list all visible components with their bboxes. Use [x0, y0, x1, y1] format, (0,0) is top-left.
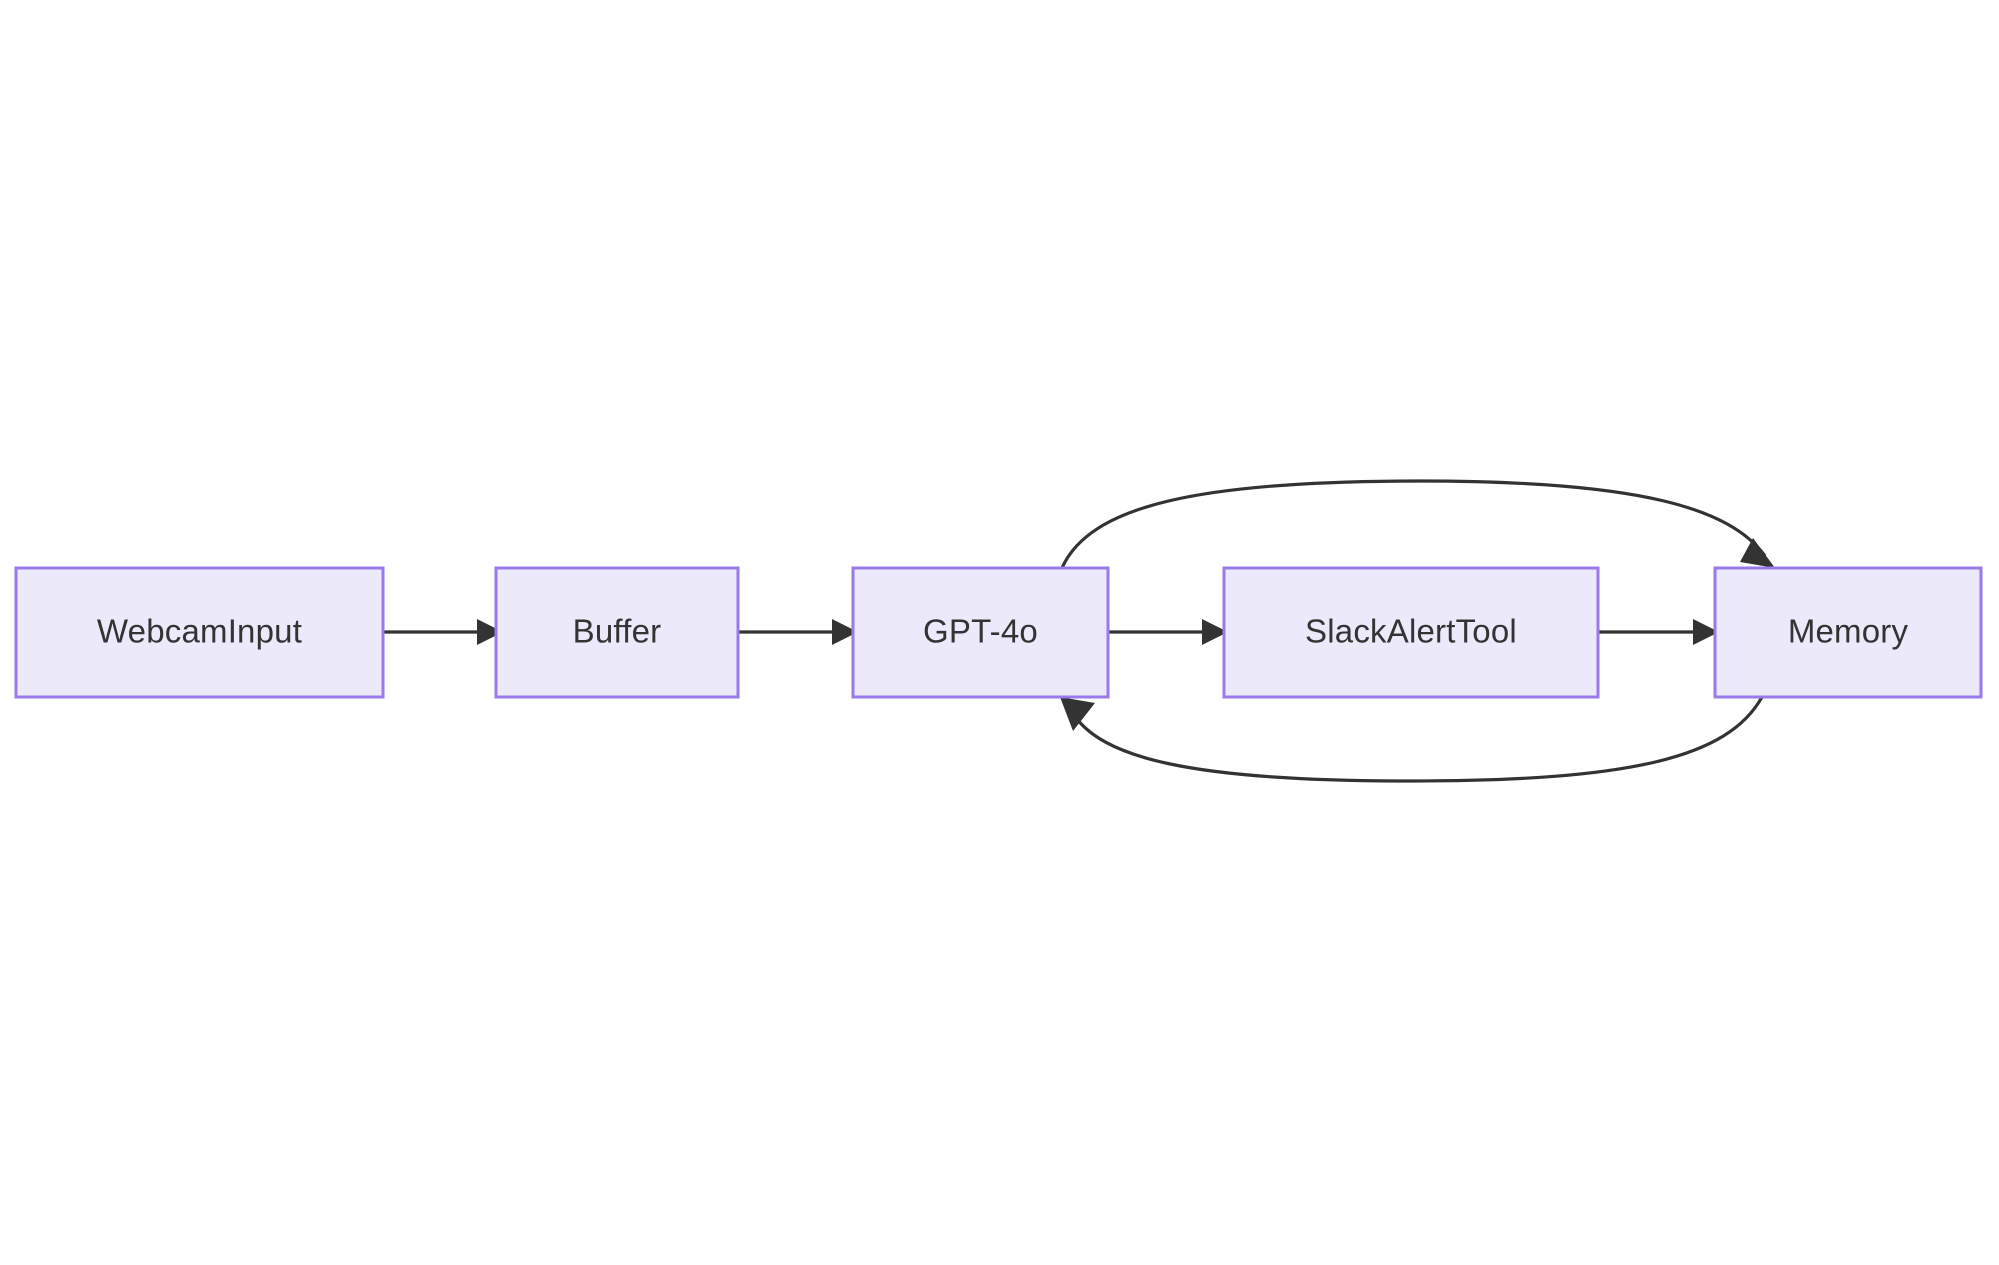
- arrow-head-icon: [1740, 538, 1775, 568]
- edge-gpt-4o-to-slackalerttool[interactable]: [1108, 619, 1228, 645]
- node-webcaminput[interactable]: WebcamInput: [14, 566, 385, 699]
- arrow-head-icon: [1202, 619, 1228, 645]
- edge-curve: [1070, 696, 1764, 783]
- node-label: SlackAlertTool: [1305, 613, 1517, 650]
- node-box: [851, 566, 1110, 699]
- node-buffer[interactable]: Buffer: [494, 566, 740, 699]
- arrow-head-icon: [1693, 619, 1719, 645]
- node-label: Memory: [1788, 613, 1909, 650]
- node-box: [1222, 566, 1600, 699]
- edge-layer: [383, 479, 1775, 783]
- arrow-head-icon: [832, 619, 858, 645]
- node-box: [14, 566, 385, 699]
- node-gpt-4o[interactable]: GPT-4o: [851, 566, 1110, 699]
- edge-gpt-4o-to-memory-curved[interactable]: [1060, 479, 1775, 569]
- edge-slackalerttool-to-memory[interactable]: [1598, 619, 1719, 645]
- node-label: Buffer: [573, 613, 662, 650]
- node-memory[interactable]: Memory: [1713, 566, 1983, 699]
- edge-curve: [1060, 479, 1767, 569]
- node-layer: WebcamInput Buffer GPT-4o SlackAlertTool…: [14, 566, 1983, 699]
- node-box: [1713, 566, 1983, 699]
- node-label: WebcamInput: [97, 613, 302, 650]
- edge-memory-to-gpt-4o-curved[interactable]: [1060, 696, 1764, 783]
- arrow-head-icon: [1060, 697, 1095, 731]
- edge-buffer-to-gpt-4o[interactable]: [738, 619, 858, 645]
- node-slackalerttool[interactable]: SlackAlertTool: [1222, 566, 1600, 699]
- node-label: GPT-4o: [923, 613, 1038, 650]
- arrow-head-icon: [477, 619, 503, 645]
- edge-webcaminput-to-buffer[interactable]: [383, 619, 503, 645]
- node-box: [494, 566, 740, 699]
